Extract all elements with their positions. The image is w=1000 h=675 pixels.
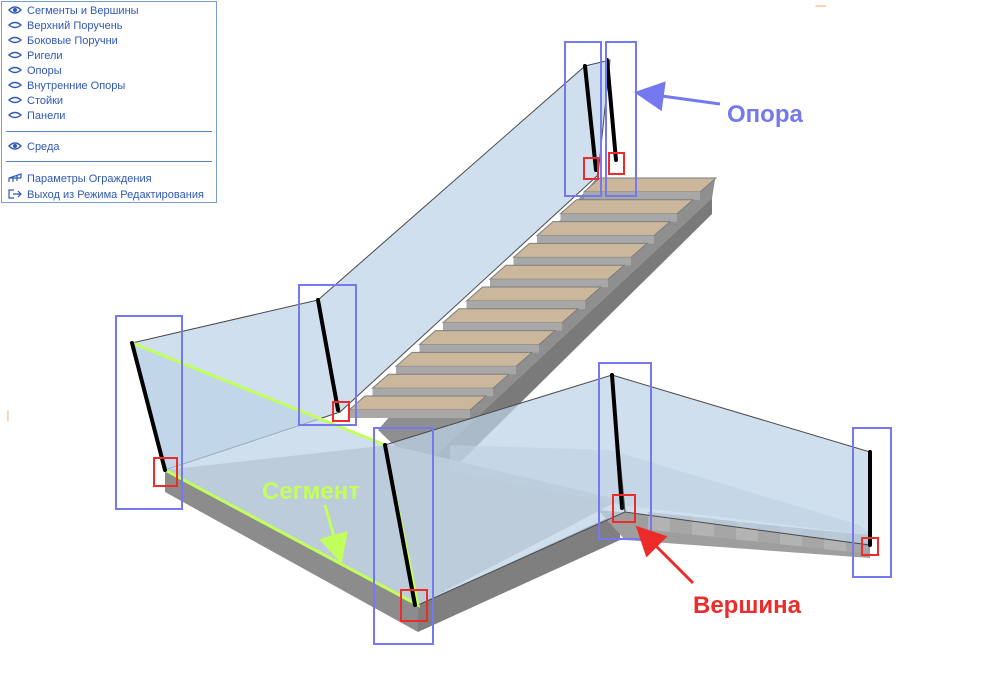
menu-item-posts[interactable]: Опоры bbox=[8, 64, 62, 79]
stair-tread bbox=[582, 177, 718, 193]
post-box[interactable] bbox=[598, 362, 652, 540]
stair-tread bbox=[371, 373, 511, 389]
stair-tread bbox=[418, 330, 557, 346]
menu-item-rails[interactable]: Ригели bbox=[8, 49, 63, 64]
vertex-box[interactable] bbox=[153, 457, 178, 487]
eye-closed-icon bbox=[8, 96, 22, 104]
stair-tread bbox=[559, 199, 695, 215]
side-drag-handle[interactable]: ---- bbox=[2, 410, 14, 421]
stair-tread bbox=[535, 221, 672, 237]
segment-annotation: Сегмент bbox=[262, 478, 360, 505]
vertex-box[interactable] bbox=[400, 589, 428, 622]
vertex-box[interactable] bbox=[608, 152, 625, 175]
stair-tread bbox=[512, 242, 649, 258]
menu-item-top-rail[interactable]: Верхний Поручень bbox=[8, 19, 123, 34]
stair-riser bbox=[419, 344, 539, 353]
stair-riser bbox=[372, 388, 493, 397]
vertex-box[interactable] bbox=[612, 494, 636, 523]
exit-icon bbox=[8, 189, 22, 199]
menu-item-segments-vertices[interactable]: Сегменты и Вершины bbox=[8, 4, 139, 19]
menu-item-environment[interactable]: Среда bbox=[8, 140, 59, 155]
post-box[interactable] bbox=[852, 427, 892, 578]
annotations: Опора Сегмент Вершина bbox=[262, 81, 803, 619]
vertex-annotation: Вершина bbox=[693, 592, 802, 619]
stair-riser bbox=[349, 410, 470, 418]
eye-closed-icon bbox=[8, 21, 22, 29]
railing-posts bbox=[130, 58, 872, 607]
menu-item-panels[interactable]: Панели bbox=[8, 109, 65, 124]
eye-closed-icon bbox=[8, 111, 22, 119]
stair-riser bbox=[466, 301, 585, 309]
menu-item-exit-edit-mode[interactable]: Выход из Режима Редактирования bbox=[8, 188, 204, 203]
stair-riser bbox=[443, 322, 562, 331]
stair-riser bbox=[584, 192, 700, 200]
post-box[interactable] bbox=[115, 315, 183, 510]
eye-open-icon bbox=[8, 142, 22, 150]
menu-item-side-rails[interactable]: Боковые Поручни bbox=[8, 34, 118, 49]
post-box[interactable] bbox=[564, 41, 602, 197]
stair-riser bbox=[560, 213, 677, 222]
stair-riser bbox=[537, 235, 654, 244]
post-box[interactable] bbox=[298, 284, 357, 426]
post-boxes bbox=[115, 41, 892, 645]
railing-icon bbox=[8, 173, 22, 182]
vertex-boxes bbox=[153, 152, 879, 622]
stair-tread bbox=[488, 264, 626, 280]
menu-item-balusters[interactable]: Стойки bbox=[8, 94, 63, 109]
menu-divider bbox=[6, 131, 212, 132]
menu-item-railing-settings[interactable]: Параметры Ограждения bbox=[8, 172, 152, 187]
stair-riser bbox=[490, 279, 608, 288]
stair-tread bbox=[394, 351, 534, 367]
menu-item-inner-posts[interactable]: Внутренние Опоры bbox=[8, 79, 125, 94]
post-annotation: Опора bbox=[727, 101, 803, 128]
eye-closed-icon bbox=[8, 36, 22, 44]
post-box[interactable] bbox=[605, 41, 637, 197]
vertex-box[interactable] bbox=[583, 157, 599, 180]
stair-riser bbox=[396, 366, 516, 375]
display-options-menu: Сегменты и Вершины Верхний Поручень Боко… bbox=[1, 1, 217, 203]
stair-tread bbox=[441, 308, 580, 324]
stair-treads bbox=[347, 177, 718, 418]
eye-closed-icon bbox=[8, 51, 22, 59]
stair-tread bbox=[347, 395, 488, 411]
stair-riser bbox=[513, 257, 631, 266]
eye-open-icon bbox=[8, 6, 22, 14]
menu-divider bbox=[6, 161, 212, 162]
vertex-box[interactable] bbox=[861, 537, 879, 556]
stair-tread bbox=[465, 286, 603, 302]
eye-closed-icon bbox=[8, 66, 22, 74]
vertex-box[interactable] bbox=[332, 401, 350, 422]
top-drag-handle[interactable]: ---- bbox=[815, 0, 827, 12]
eye-closed-icon bbox=[8, 81, 22, 89]
post-box[interactable] bbox=[373, 427, 434, 645]
